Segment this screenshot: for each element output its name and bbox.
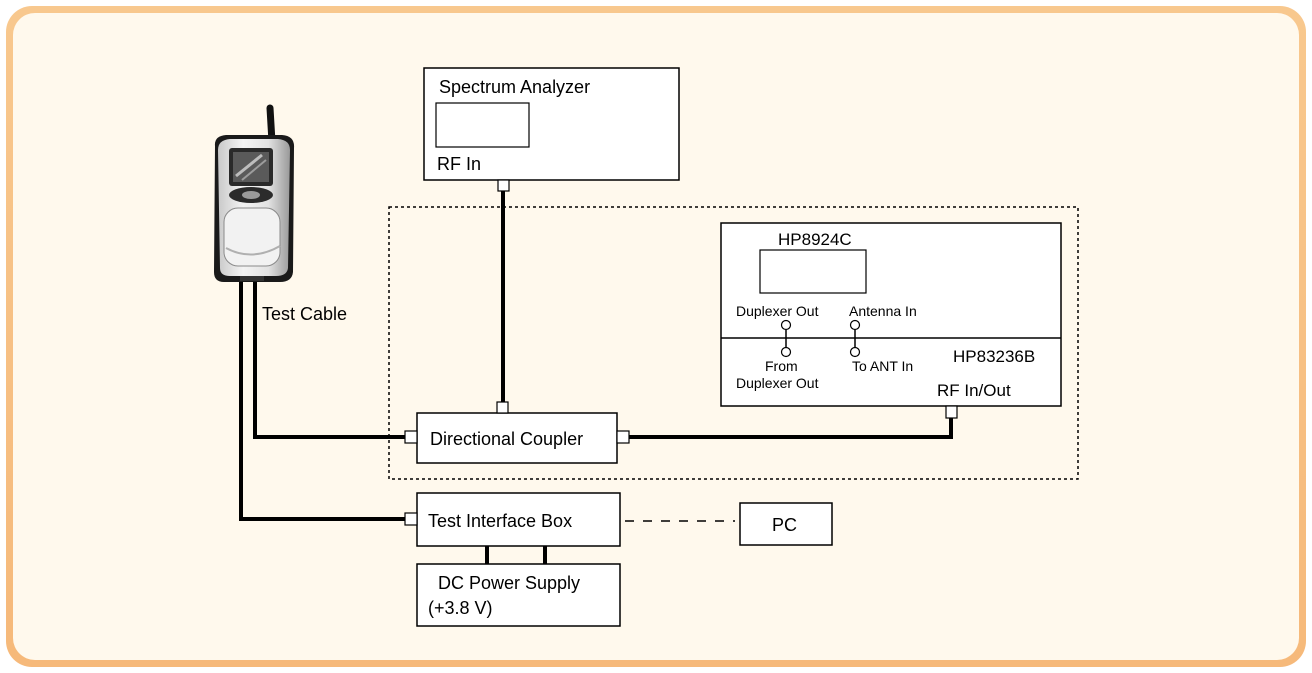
coupler-top-port xyxy=(496,401,509,414)
dc-power-supply-label-2: (+3.8 V) xyxy=(428,598,493,618)
hp8924c-unit: HP8924C Duplexer Out Antenna In From Dup… xyxy=(720,222,1062,419)
mobile-phone-illustration xyxy=(214,104,295,282)
cables xyxy=(239,191,953,564)
directional-coupler-label: Directional Coupler xyxy=(430,429,583,449)
duplexer-out-port xyxy=(780,319,792,331)
test-interface-box: Test Interface Box xyxy=(404,492,621,547)
test-cable-to-coupler xyxy=(253,280,405,439)
hp8924c-screen xyxy=(759,249,867,294)
duplexer-out-label: Duplexer Out xyxy=(736,303,819,319)
spectrum-analyzer: Spectrum Analyzer RF In xyxy=(423,67,680,192)
directional-coupler: Directional Coupler xyxy=(404,401,630,464)
spectrum-analyzer-label: Spectrum Analyzer xyxy=(439,77,590,97)
rf-in-out-port xyxy=(945,405,958,419)
interface-box-left-port xyxy=(404,512,418,526)
cable-coupler-to-rf-in-out xyxy=(629,418,953,439)
coupler-right-port xyxy=(616,430,630,444)
pc: PC xyxy=(739,502,833,546)
spectrum-analyzer-screen xyxy=(435,102,530,148)
hp8924c-label: HP8924C xyxy=(778,230,852,249)
test-cable-to-interface-box xyxy=(239,280,405,521)
from-duplexer-out-port xyxy=(780,346,792,358)
rf-in-out-label: RF In/Out xyxy=(937,381,1011,400)
spectrum-analyzer-rf-in-label: RF In xyxy=(437,154,481,174)
antenna-in-port xyxy=(849,319,861,331)
pc-label: PC xyxy=(772,515,797,535)
to-ant-in-label: To ANT In xyxy=(852,358,913,374)
from-duplexer-out-label-2: Duplexer Out xyxy=(736,375,819,391)
test-cable-label: Test Cable xyxy=(262,304,347,324)
dc-power-supply-label-1: DC Power Supply xyxy=(438,573,580,593)
to-ant-in-port xyxy=(849,346,861,358)
hp83236b-label: HP83236B xyxy=(953,347,1035,366)
antenna-in-label: Antenna In xyxy=(849,303,917,319)
from-duplexer-out-label-1: From xyxy=(765,358,798,374)
dc-power-supply: DC Power Supply (+3.8 V) xyxy=(416,563,621,627)
test-interface-box-label: Test Interface Box xyxy=(428,511,572,531)
spectrum-analyzer-rf-in-port xyxy=(497,179,510,192)
coupler-left-port xyxy=(404,430,418,444)
test-equipment-enclosure xyxy=(388,206,1079,480)
